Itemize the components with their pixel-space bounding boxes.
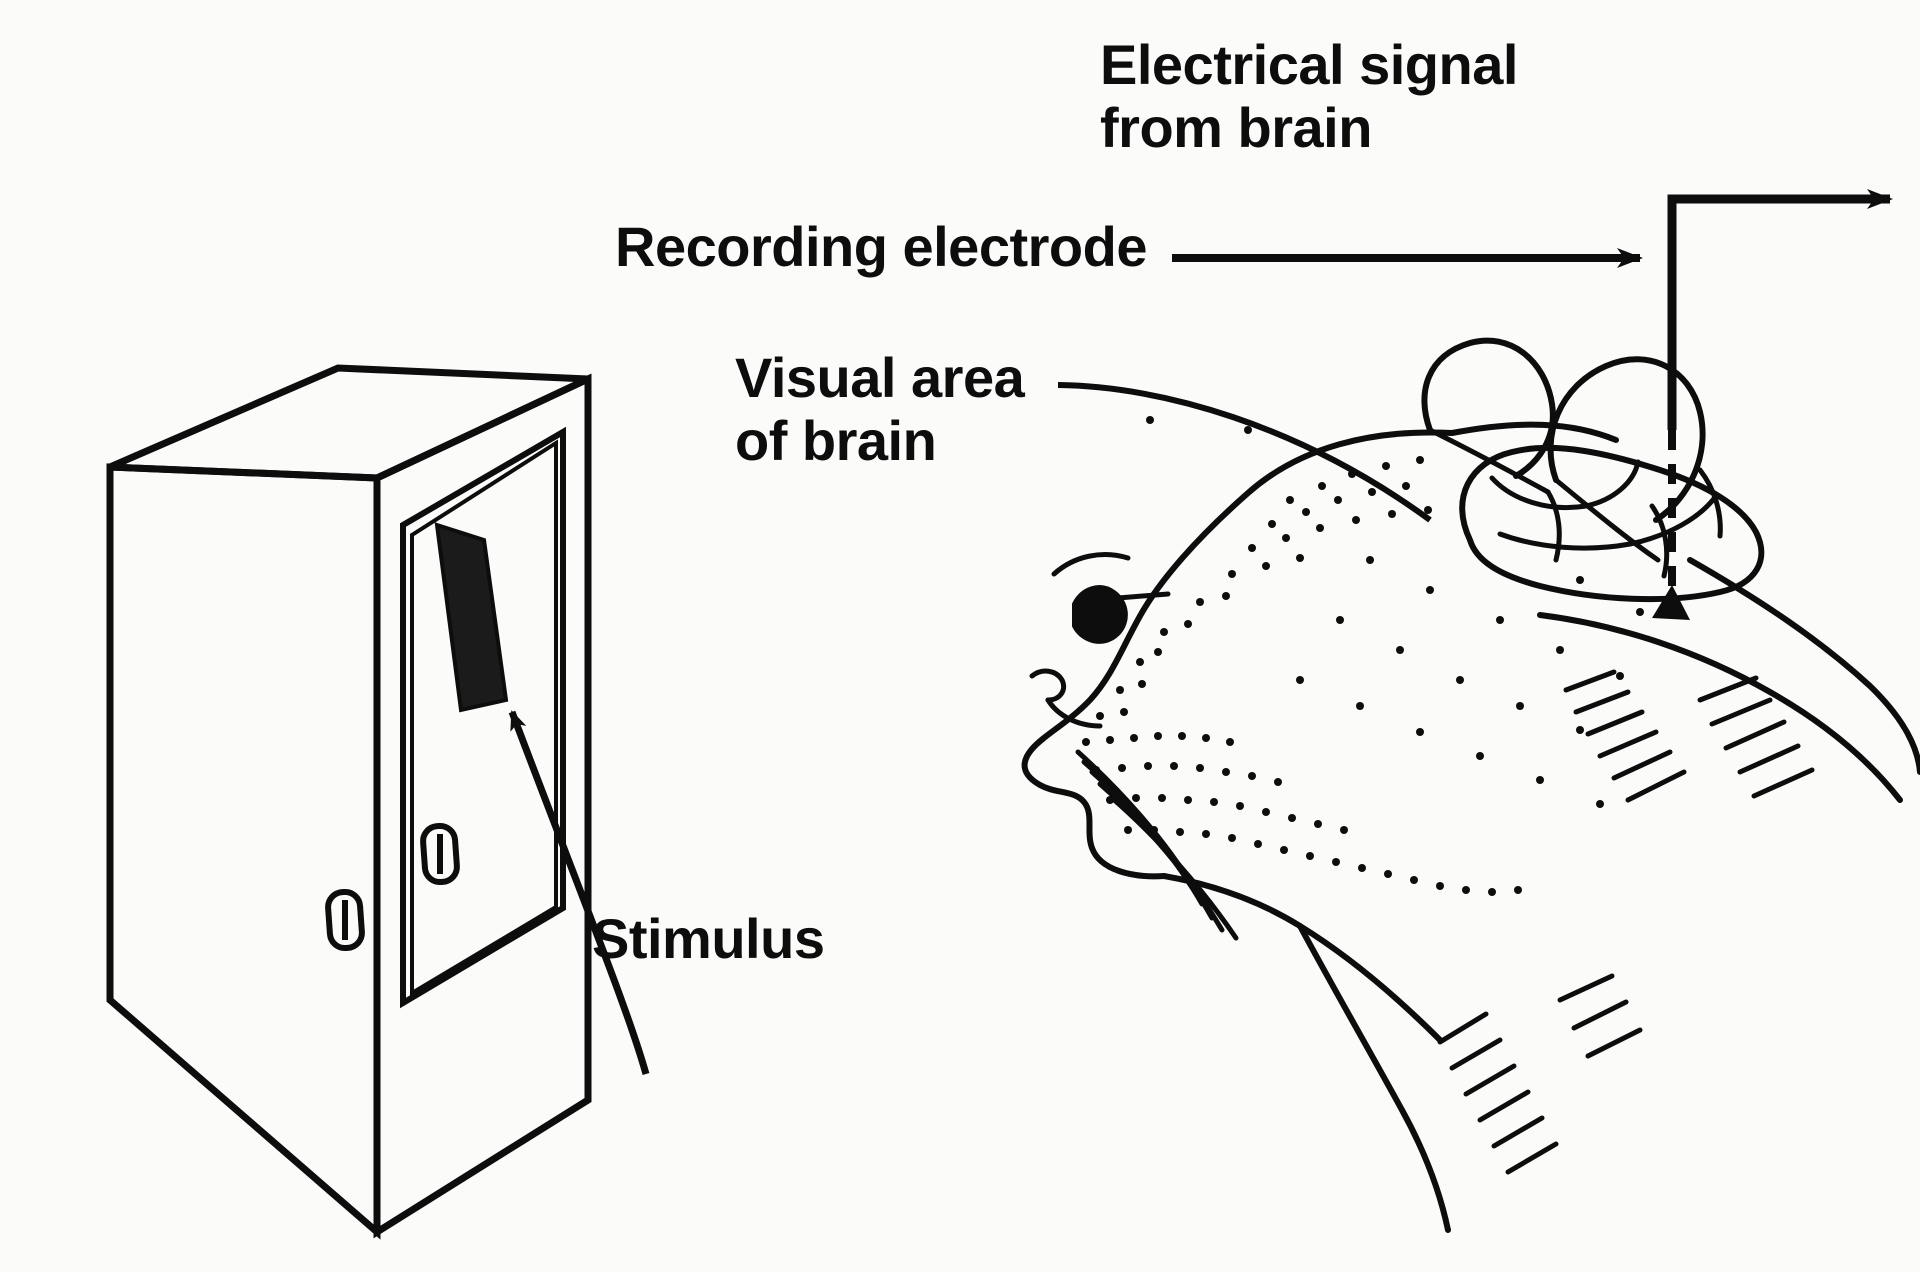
cat-brain (1459, 444, 1765, 603)
cat-group (1021, 337, 1920, 1233)
stimulus-bar (434, 522, 509, 713)
cat-ear-far (1547, 356, 1706, 523)
cat-stipple (1082, 416, 1644, 896)
cat-eye-line (1115, 591, 1171, 601)
cat-eye (1072, 585, 1128, 644)
monitor-front-face (373, 373, 592, 1239)
monitor-group (106, 364, 592, 1240)
cat-nose (1029, 668, 1067, 703)
label-visual-area: Visual area of brain (735, 346, 1025, 472)
label-electrical-signal: Electrical signal from brain (1100, 33, 1518, 159)
cat-ear-crease-far (1553, 477, 1661, 563)
label-recording-electrode: Recording electrode (615, 215, 1147, 278)
cat-fur-hatching (1437, 669, 1815, 1175)
cat-chest (1297, 923, 1451, 1233)
cat-shoulder (1537, 612, 1903, 803)
cat-ear-near (1421, 337, 1556, 479)
cat-muzzle-line (1045, 697, 1103, 729)
knob-right (420, 822, 460, 886)
label-stimulus: Stimulus (592, 907, 825, 970)
cat-whiskers (1075, 749, 1239, 941)
cat-brow (1051, 552, 1131, 577)
monitor-knobs (325, 822, 460, 952)
electrode-shaft (1667, 194, 1845, 430)
monitor-screen-opening (400, 426, 566, 1009)
leader-stimulus (508, 710, 650, 1075)
cat-back (1687, 557, 1920, 775)
electrode-tip-arrowhead (1652, 585, 1690, 620)
monitor-left-face (106, 463, 381, 1240)
cat-crown (1449, 421, 1619, 443)
monitor-screen-inner (410, 439, 558, 997)
leader-visual-area (1057, 382, 1432, 523)
cat-face-profile (1021, 429, 1455, 880)
knob-left (325, 888, 365, 952)
